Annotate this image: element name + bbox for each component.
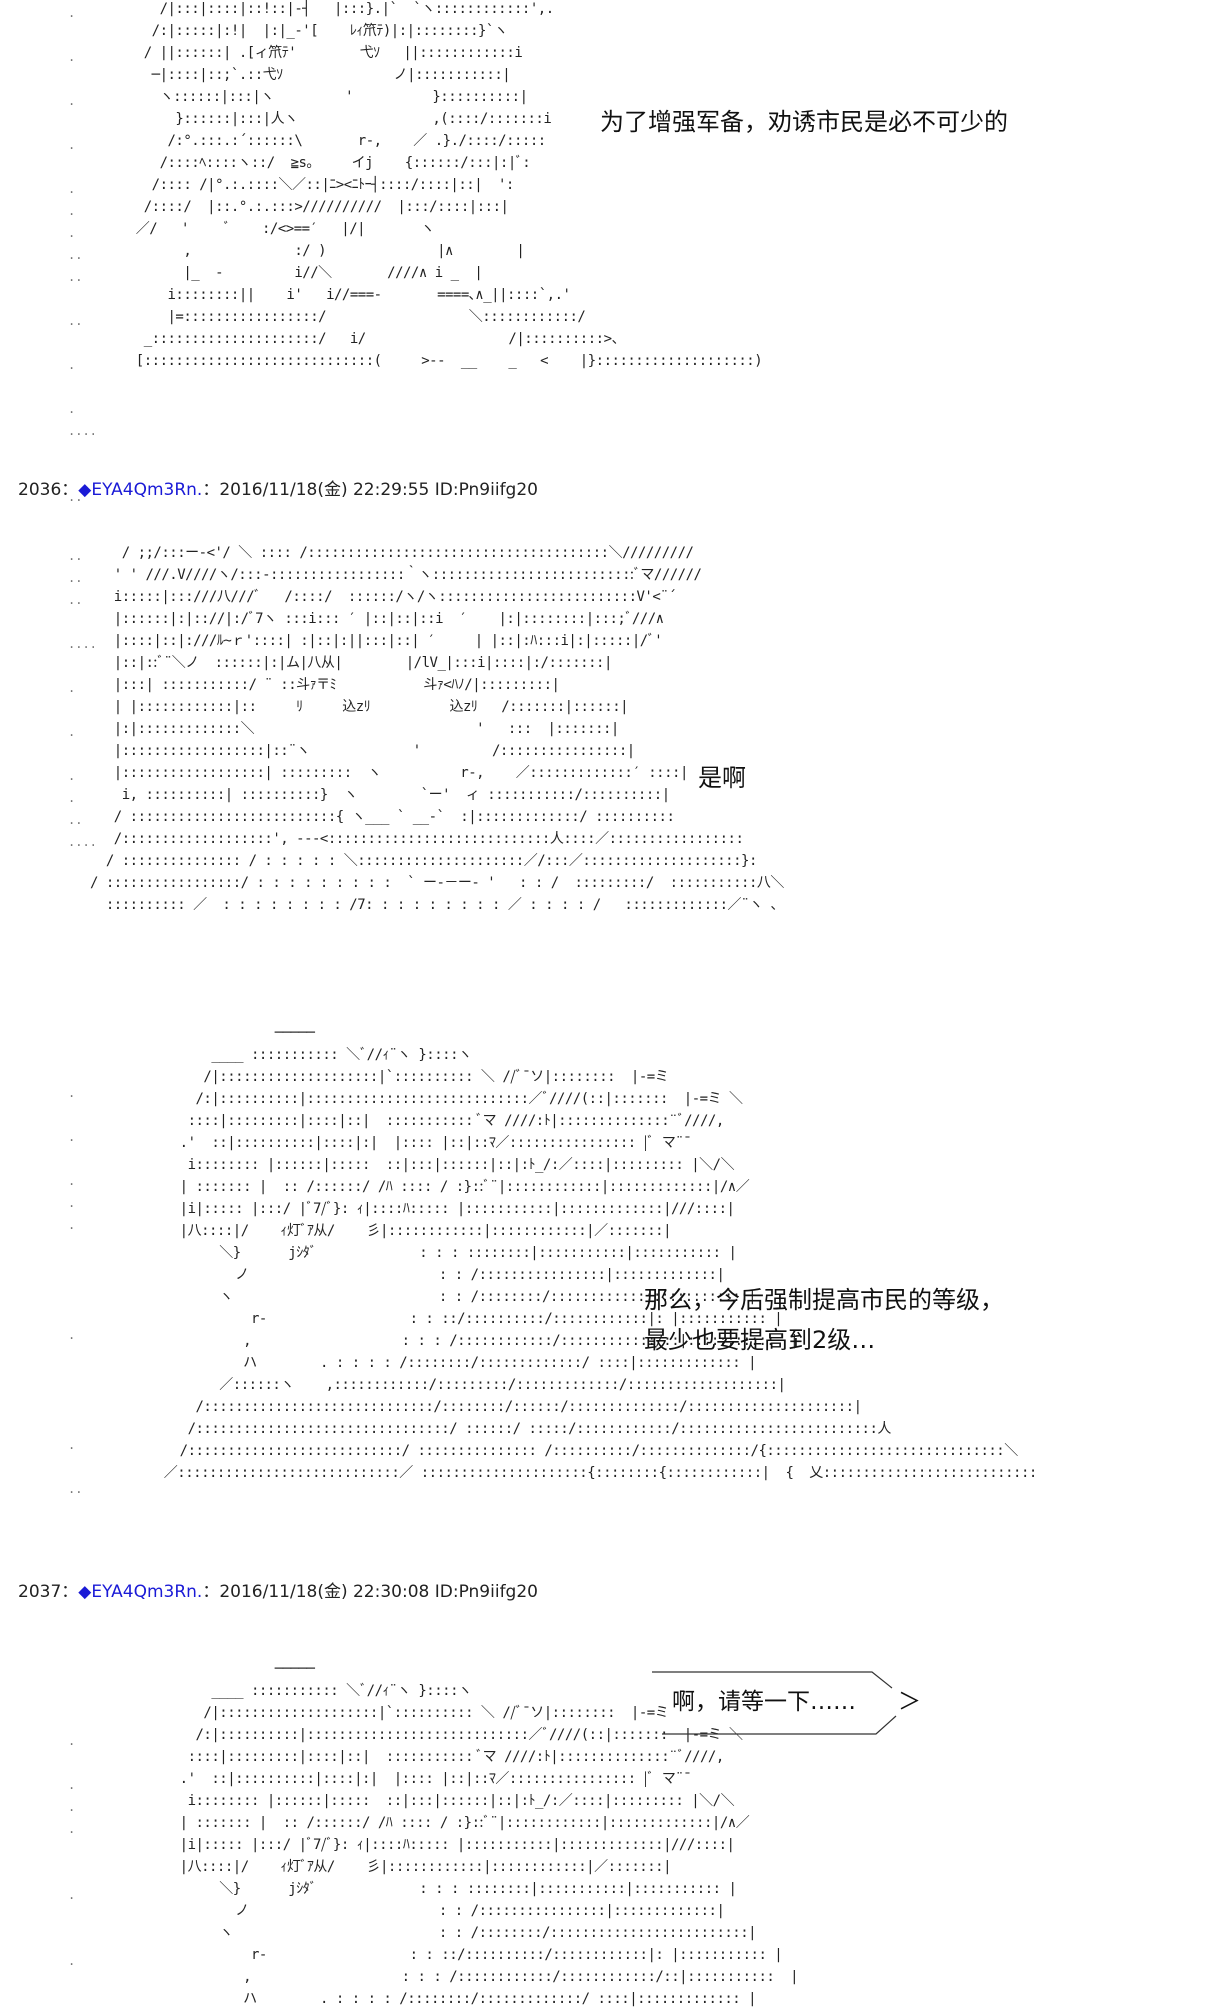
speech-bubble: 啊，请等一下…… ＞ <box>650 1670 921 1736</box>
poster-trip-link[interactable]: ◆EYA4Qm3Rn. <box>78 480 203 500</box>
dialog-line-3a: 那么，今后强制提高市民的等级， <box>644 1286 1004 1314</box>
post-number: 2036 <box>18 480 62 500</box>
margin-dots-2: .. .. .. .... . . . . .. .... <box>68 549 97 849</box>
post-meta: ：2016/11/18(金) 22:30:08 ID:Pn9iifg20 <box>202 1582 538 1602</box>
dialog-line-1: 为了增强军备，劝诱市民是必不可少的 <box>600 108 1008 136</box>
post-sep: ： <box>61 1582 79 1602</box>
margin-dots-1: . . . . . . . .. .. .. . . .... .. <box>68 6 97 504</box>
post-header-2036: 2036：◆EYA4Qm3Rn.：2016/11/18(金) 22:29:55 … <box>18 475 538 500</box>
dialog-line-3b: 最少也要提高到2级… <box>644 1326 876 1354</box>
ascii-art-character-1: /|:::|::::|::!::|-┤ |:::}.|` `ヽ:::::::::… <box>135 1 763 369</box>
poster-trip-link[interactable]: ◆EYA4Qm3Rn. <box>78 1582 203 1602</box>
post-number: 2037 <box>18 1582 62 1602</box>
dialog-line-2: 是啊 <box>698 764 746 792</box>
post-meta: ：2016/11/18(金) 22:29:55 ID:Pn9iifg20 <box>202 480 538 500</box>
post-sep: ： <box>61 480 79 500</box>
ascii-art-character-4: ───── ____ ::::::::::: ＼ﾞ//ｨ¨ヽ }::::ヽ /|… <box>179 1661 799 2007</box>
ascii-art-character-3: ───── ____ ::::::::::: ＼ﾞ//ｨ¨ヽ }::::ヽ /|… <box>163 1025 1038 1481</box>
post-header-2037: 2037：◆EYA4Qm3Rn.：2016/11/18(金) 22:30:08 … <box>18 1577 538 1602</box>
margin-dots-3: . . . . . . . .. <box>68 1086 83 1496</box>
ascii-art-character-2: / ;;/:::ー-<'/ ＼ :::: /::::::::::::::::::… <box>90 545 784 913</box>
speech-bubble-tail: ＞ <box>898 1689 921 1715</box>
margin-dots-4: . . . . . . <box>68 1734 76 1968</box>
speech-bubble-text: 啊，请等一下…… <box>672 1689 856 1715</box>
speech-bubble-outline <box>652 1671 897 1735</box>
